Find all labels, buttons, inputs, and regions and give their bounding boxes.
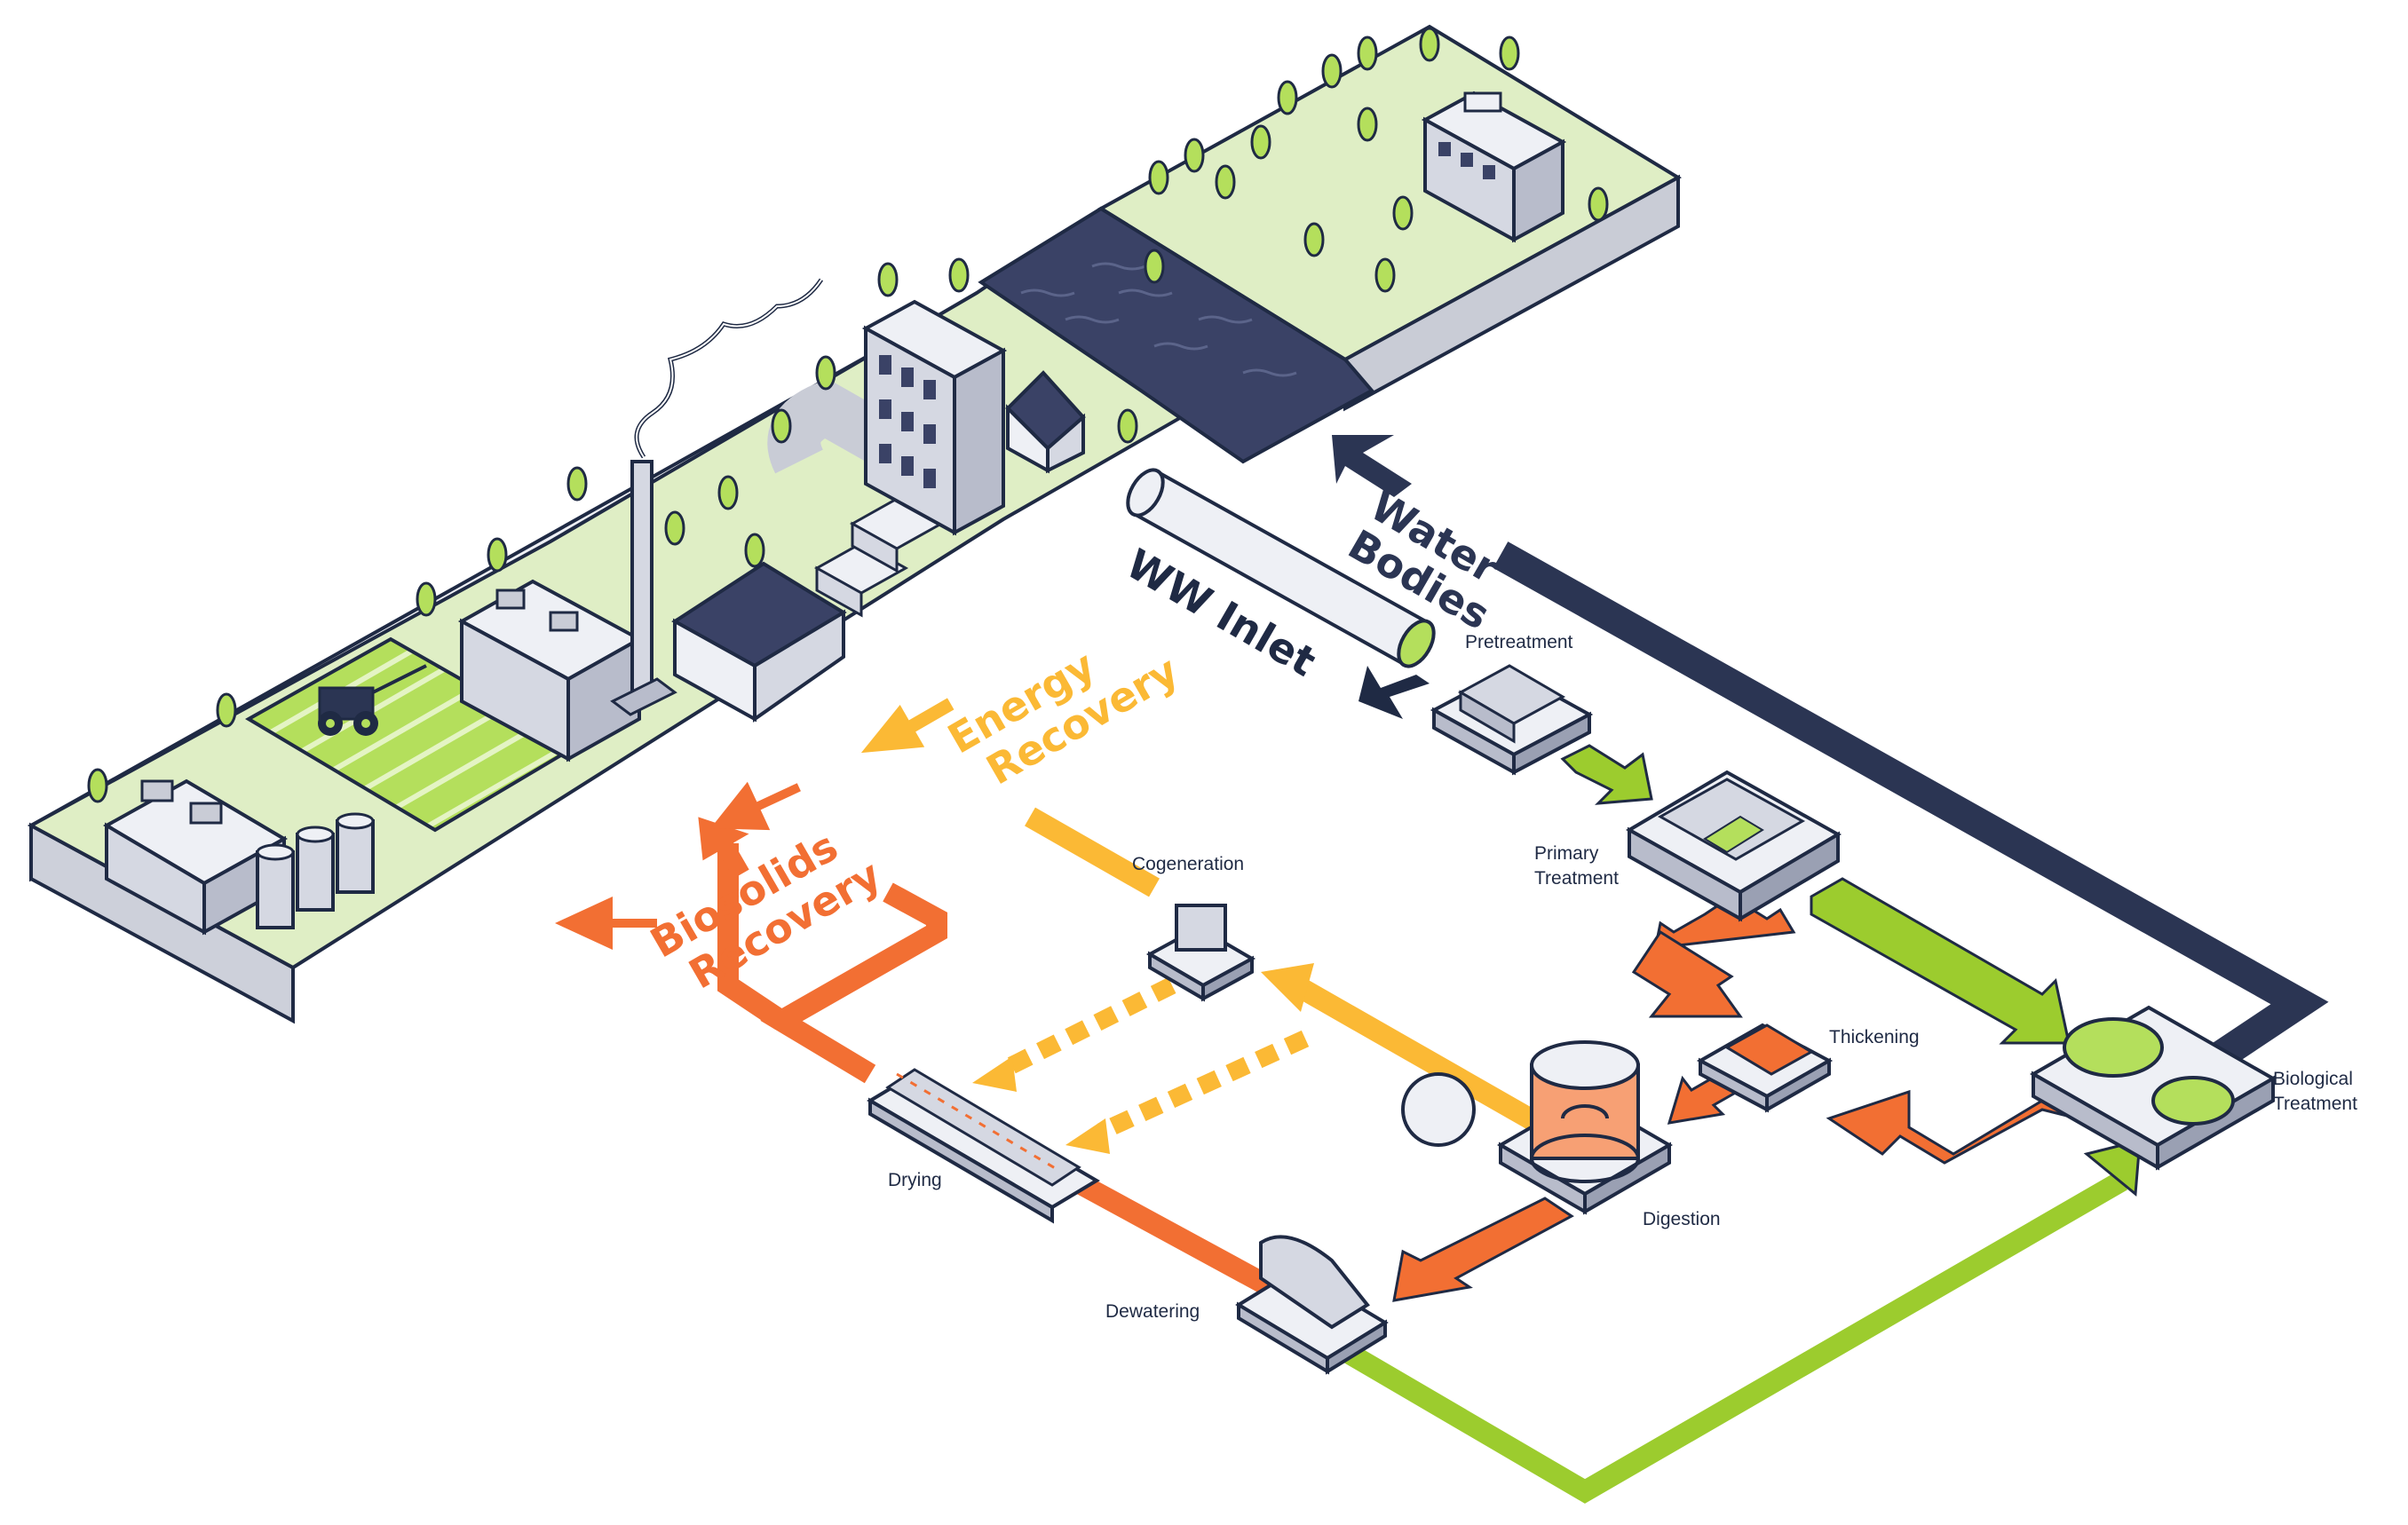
biological-treatment-label: Biological Treatment xyxy=(2273,1069,2358,1114)
process-units xyxy=(867,664,2277,1375)
thickening-unit xyxy=(1696,1023,1834,1113)
primary-treatment-label: Primary Treatment xyxy=(1534,843,1619,889)
ww-inlet-arrowhead xyxy=(1358,666,1430,719)
cogeneration-label: Cogeneration xyxy=(1132,854,1244,874)
warehouse-middle xyxy=(671,561,847,723)
biosolids-arrowhead-3 xyxy=(710,781,801,831)
flows xyxy=(555,435,2329,1504)
dewatering-label: Dewatering xyxy=(1105,1301,1200,1322)
biological-treatment-unit xyxy=(2029,1005,2277,1171)
digestion-unit xyxy=(1401,1040,1673,1215)
tractor xyxy=(318,664,427,736)
road xyxy=(767,378,972,508)
digestion-to-cogeneration-flow xyxy=(1291,976,1550,1137)
digestion-label: Digestion xyxy=(1643,1209,1721,1229)
biosolids-arrowhead-1 xyxy=(698,817,749,879)
house xyxy=(1005,370,1086,474)
gas-holder xyxy=(1401,1072,1476,1147)
factory xyxy=(457,579,644,762)
dewatering-to-biological-arrowhead xyxy=(2083,1139,2142,1197)
biosolids-arrowhead-2 xyxy=(555,897,657,950)
ww-inlet-pipe xyxy=(1126,468,1436,668)
dashed-arrowhead-1 xyxy=(972,1056,1017,1092)
energy-recovery-label: Energy Recovery xyxy=(940,606,1187,802)
digestion-to-dewatering-arrow xyxy=(1392,1197,1574,1302)
river xyxy=(978,206,1375,464)
silos xyxy=(256,812,375,929)
trees xyxy=(87,27,1609,803)
office-building xyxy=(1421,91,1567,243)
biological-return-arrow xyxy=(1826,1089,2079,1165)
drying-label: Drying xyxy=(888,1170,942,1190)
pretreatment-unit xyxy=(1430,664,1594,776)
thickening-inflow-arrowhead xyxy=(1631,929,1743,1018)
primary-treatment-unit xyxy=(1625,770,1842,922)
city-landscape xyxy=(27,24,1683,1024)
drying-unit xyxy=(867,1068,1100,1224)
dewatering-to-biological-flow xyxy=(1343,1171,2128,1504)
thickening-label: Thickening xyxy=(1829,1027,1920,1047)
chimney xyxy=(610,278,824,716)
cogeneration-unit xyxy=(1145,904,1256,1002)
apartment-building xyxy=(861,299,1008,536)
biosolids-branch xyxy=(717,843,788,1030)
dewatering-unit xyxy=(1235,1235,1389,1375)
primary-to-biological-arrow xyxy=(1810,877,2071,1045)
cogeneration-to-drying-dashed-2 xyxy=(1097,1030,1310,1141)
energy-recovery-flow xyxy=(1025,807,1160,897)
biosolids-recovery-flow xyxy=(760,882,947,1084)
energy-recovery-arrowhead xyxy=(860,698,954,754)
digestion-to-cogeneration-arrowhead xyxy=(1261,963,1314,1012)
warehouse-left xyxy=(102,778,289,936)
dashed-arrowhead-2 xyxy=(1065,1118,1110,1154)
river-waves xyxy=(1020,262,1297,377)
pretreatment-to-primary-arrow xyxy=(1560,744,1653,805)
water-bodies-arrowhead xyxy=(1332,435,1412,497)
water-bodies-flow xyxy=(1493,541,2329,1070)
dewatering-to-drying-flow xyxy=(1069,1171,1284,1301)
cogeneration-to-drying-dashed-1 xyxy=(999,977,1176,1078)
pretreatment-label: Pretreatment xyxy=(1465,632,1573,652)
